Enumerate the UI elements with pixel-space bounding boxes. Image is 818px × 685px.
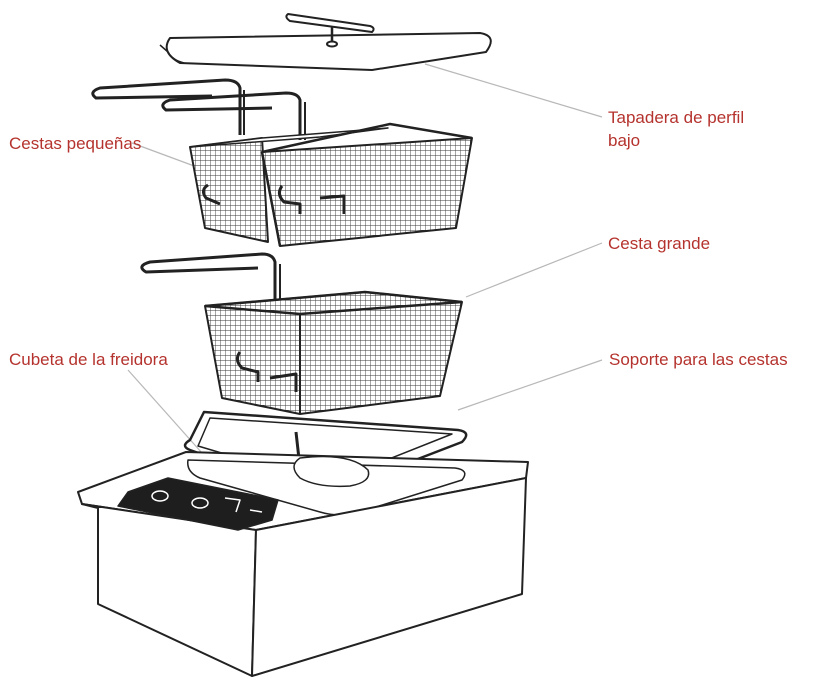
- label-lid-line1: Tapadera de perfil: [608, 108, 745, 127]
- leader-lines: [127, 63, 603, 463]
- leader-fryer-pan: [127, 369, 211, 463]
- fryer-pan: [77, 451, 529, 677]
- label-basket-support: Soporte para las cestas: [609, 350, 788, 369]
- leader-large-basket: [465, 242, 603, 298]
- label-lid: Tapadera de perfil bajo: [608, 106, 744, 152]
- control-panel-icons: [151, 490, 263, 513]
- leader-lid: [424, 63, 603, 118]
- leader-basket-support: [457, 359, 603, 411]
- label-large-basket: Cesta grande: [608, 234, 711, 253]
- label-lid-line2: bajo: [608, 131, 641, 150]
- small-baskets: [91, 78, 473, 247]
- label-small-baskets: Cestas pequeñas: [9, 134, 142, 153]
- label-fryer-pan: Cubeta de la freidora: [9, 350, 168, 369]
- large-basket: [140, 252, 463, 415]
- lid: [159, 13, 492, 71]
